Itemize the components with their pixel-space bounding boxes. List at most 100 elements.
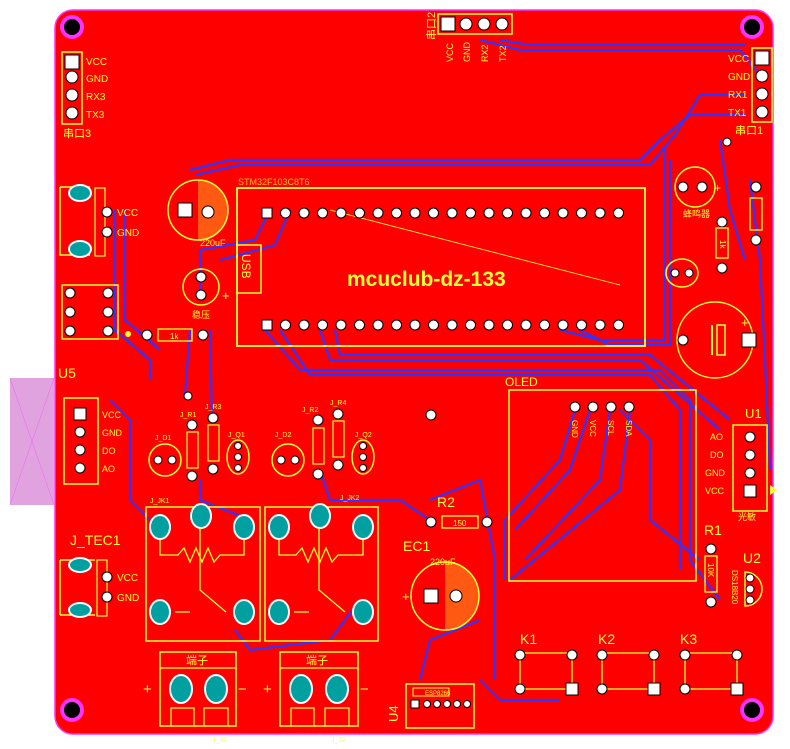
uart3-pin-label: VCC	[86, 57, 107, 68]
resistor-label: J_R4	[330, 400, 346, 407]
u1-label: U1	[745, 406, 762, 421]
mcu-pin-pad	[557, 207, 569, 219]
mcu-pin-pad	[335, 207, 347, 219]
uart3-pin-label: GND	[86, 74, 108, 85]
mcu-pin-pad	[594, 319, 606, 331]
oled-module: OLED GND VCC SCL SDA	[505, 375, 697, 582]
regulator: 稳压 +	[182, 268, 230, 320]
mcu-pin-pad	[280, 319, 291, 331]
led-label: J_D1	[155, 435, 171, 442]
mcu-pin-pad	[317, 207, 328, 219]
right-resistors: 1k	[715, 181, 763, 274]
u1-pin-label: VCC	[705, 486, 725, 496]
r2-value: 150	[453, 519, 467, 528]
mcu-pin-pad	[261, 319, 273, 331]
key-k1[interactable]: K1	[514, 631, 579, 696]
mcu-pin-pad	[372, 207, 384, 219]
tec-connector: J_TEC1 VCC GND	[59, 532, 139, 618]
board-copper	[54, 9, 774, 735]
resistor-label: J_R1	[180, 412, 196, 419]
mcu-module: USB STM32F103C8T6 mcuclub-dz-133	[236, 177, 646, 347]
uart1-pin-label: VCC	[728, 54, 749, 65]
mcu-pin-pad	[483, 319, 495, 331]
oled-pin-label: GND	[570, 420, 579, 438]
mcu-pin-pad	[520, 319, 532, 331]
oled-pin-label: SCL	[606, 420, 615, 436]
transistor-label: J_Q2	[355, 432, 372, 439]
mcu-pin-pad	[354, 319, 365, 331]
u5-pin-label: AO	[102, 464, 115, 474]
u4-label: U4	[386, 705, 401, 722]
uart3-connector: VCC GND RX3 TX3 串口3	[61, 51, 108, 140]
oled-pin-label: SDA	[624, 420, 633, 437]
r2-label: R2	[437, 494, 455, 510]
uart1-pin-label: GND	[728, 72, 750, 83]
u5-pin-label: VCC	[102, 410, 122, 420]
relay-2-circuit: J_D2 J_R2 J_R4 J_Q2 J_JK2 端子 + −	[263, 400, 437, 744]
plus-mark: +	[714, 181, 721, 195]
mcu-pin-pad	[354, 207, 365, 219]
oled-pin-label: VCC	[588, 420, 597, 437]
relay-label: J_JK2	[340, 495, 360, 502]
u1-sensor: U1 AO DO GND VCC 光敏	[705, 406, 777, 522]
mcu-pin-pad	[280, 207, 291, 219]
uart2-pin-label: RX2	[480, 44, 490, 62]
u2-label: U2	[743, 550, 761, 566]
mcu-pin-pad	[372, 319, 384, 331]
trace-layer	[109, 38, 772, 702]
regulator-label: 稳压	[192, 309, 210, 320]
mcu-pin-pad	[465, 207, 476, 219]
mcu-pin-pad	[557, 319, 569, 331]
led-label: J_D2	[275, 432, 291, 439]
mcu-pin-pad	[520, 207, 532, 219]
resistor-1k-label: 1k	[170, 332, 179, 341]
power-capacitor-label: 220uF	[200, 238, 226, 248]
jack-label: J_J1	[212, 737, 227, 744]
uart3-title: 串口3	[63, 127, 91, 140]
key-buttons: K1 K2 K3	[514, 631, 744, 696]
r1-label: R1	[704, 522, 722, 538]
u1-pin-label: DO	[710, 450, 724, 460]
mcu-pin-pad	[428, 319, 439, 331]
tec-label: J_TEC1	[70, 532, 121, 548]
mounting-holes	[60, 15, 764, 722]
mcu-bottom-pins	[261, 319, 624, 331]
uart2-title: 串口2	[425, 12, 438, 40]
mcu-pin-pad	[317, 319, 328, 331]
u1-pin-label: AO	[710, 432, 723, 442]
mcu-pin-pad	[502, 319, 513, 331]
plus-mark: +	[263, 681, 272, 698]
key-k3[interactable]: K3	[679, 631, 744, 696]
mcu-pin-pad	[613, 319, 624, 331]
plus-mark: +	[143, 681, 152, 698]
mcu-pin-pad	[465, 319, 476, 331]
uart1-pin-label: RX1	[728, 90, 748, 101]
mcu-top-pins	[261, 207, 624, 219]
uart3-pin-label: TX3	[86, 110, 105, 121]
mcu-pin-pad	[428, 207, 439, 219]
mcu-pin-pad	[539, 207, 550, 219]
jack-label: J_J2	[331, 737, 346, 744]
u2-temp-sensor: U2 DS18B20	[730, 550, 763, 607]
uart2-pin-label: VCC	[445, 42, 455, 62]
plus-mark: +	[222, 288, 230, 303]
key-k2[interactable]: K2	[596, 631, 661, 696]
resistor-r1: R1 10K	[704, 522, 722, 608]
mcu-pin-pad	[576, 319, 587, 331]
board-title: mcuclub-dz-133	[347, 268, 506, 291]
terminal-label: 端子	[186, 654, 208, 667]
mcu-pin-pad	[335, 319, 347, 331]
uart3-pin-label: RX3	[86, 92, 106, 103]
mcu-pin-pad	[446, 319, 458, 331]
uart2-connector: 串口2 VCC GND RX2 TX2	[425, 12, 513, 62]
relay-label: J_JK1	[150, 498, 170, 505]
u5-sensor: U5 VCC GND DO AO	[9, 365, 123, 506]
usb-label: USB	[239, 254, 253, 279]
uart1-connector: VCC GND RX1 TX1 串口1	[728, 47, 773, 137]
mcu-pin-pad	[502, 207, 513, 219]
uart2-pin-label: TX2	[498, 45, 508, 62]
right-resistor-label: 1k	[718, 240, 727, 249]
key-label: K1	[520, 631, 537, 647]
